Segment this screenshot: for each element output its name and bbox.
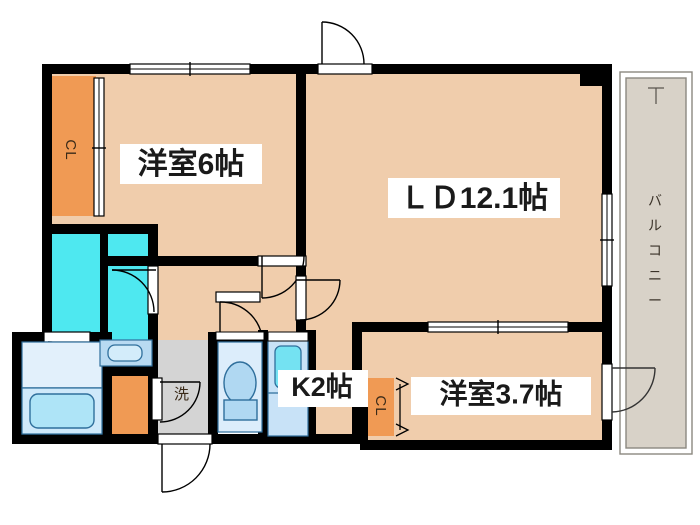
entrance-door[interactable] (317, 21, 373, 75)
window-balcony-ld (600, 193, 614, 287)
balcony-char-1: ル (648, 218, 662, 234)
toilet-fixture (217, 341, 263, 433)
label-bedroom6: 洋室6帖 (120, 144, 262, 184)
room-label-bedroom37: 洋室3.7帖 (440, 377, 563, 409)
closet-label-bedroom37: CL (372, 395, 389, 416)
balcony-label: バ ル コ ニ ー (648, 193, 662, 309)
label-bedroom37: 洋室3.7帖 (411, 377, 591, 415)
closet-bedroom37-fill (366, 378, 394, 436)
balcony-area (619, 71, 693, 455)
service-door[interactable] (157, 433, 213, 493)
window-balcony-rail (648, 87, 664, 104)
label-kitchen: K2帖 (278, 370, 368, 407)
balcony-door[interactable] (601, 363, 656, 421)
bathtub-fixture (21, 341, 103, 435)
bedroom6-door[interactable] (257, 255, 307, 299)
toilet-door[interactable] (215, 291, 265, 341)
closet-label-text-1: CL (62, 139, 79, 160)
room-label-ld: ＬＤ12.1帖 (400, 182, 548, 215)
balcony-char-3: ニ (648, 268, 662, 284)
washing-machine-marker: 洗 (174, 386, 190, 403)
floor-genkan (158, 340, 213, 440)
ld-door[interactable] (295, 275, 341, 321)
balcony-char-4: ー (648, 293, 662, 309)
closet-door-ticks (395, 377, 410, 437)
room-label-kitchen: K2帖 (291, 372, 353, 402)
closet-label-text-2: CL (372, 395, 389, 416)
washer-symbol: 洗 (174, 386, 190, 403)
balcony-char-0: バ (648, 193, 662, 209)
washer-alcove-door[interactable] (151, 377, 201, 423)
balcony-char-2: コ (648, 243, 662, 259)
window-closet-bedroom6 (92, 77, 106, 217)
room-label-bedroom6: 洋室6帖 (138, 147, 245, 181)
stove-counter (267, 331, 309, 342)
closet-label-bedroom6: CL (62, 139, 79, 160)
closet-bedroom6-fill (50, 76, 96, 216)
washbasin-fixture (99, 339, 153, 367)
window-bedroom6-top (129, 62, 251, 76)
label-ld: ＬＤ12.1帖 (388, 178, 560, 218)
window-bedroom37 (427, 320, 569, 334)
washroom-door[interactable] (111, 265, 159, 315)
closets (50, 76, 394, 438)
